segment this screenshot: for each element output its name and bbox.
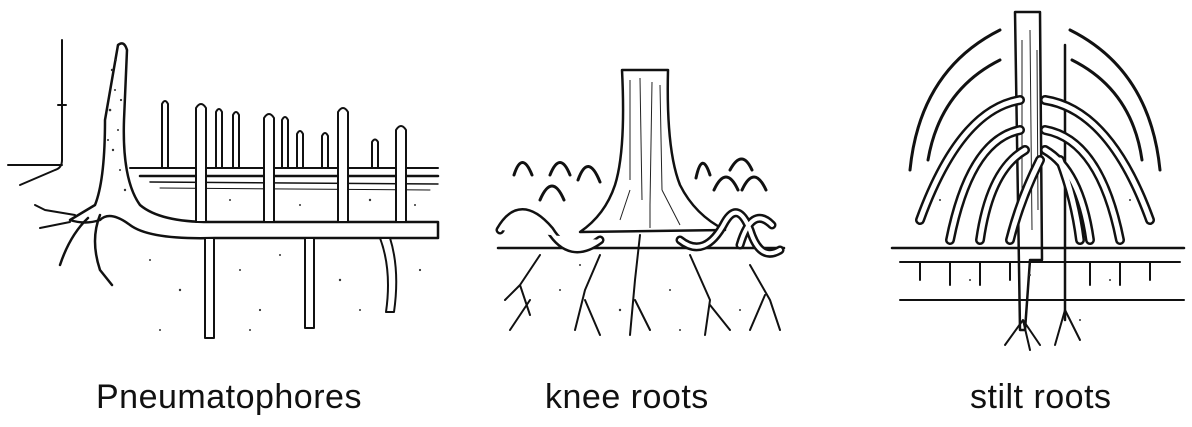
stilt-roots-illustration — [880, 0, 1192, 360]
knee-roots-caption: knee roots — [545, 378, 709, 417]
knee-roots-illustration — [480, 0, 800, 360]
stilt-roots-caption: stilt roots — [970, 378, 1112, 417]
pneumatophores-illustration — [0, 0, 450, 360]
pneumatophores-caption: Pneumatophores — [96, 378, 362, 417]
pneumatophores-panel: Pneumatophores — [0, 0, 450, 427]
knee-roots-panel: knee roots — [480, 0, 800, 427]
stilt-roots-panel: stilt roots — [880, 0, 1192, 427]
